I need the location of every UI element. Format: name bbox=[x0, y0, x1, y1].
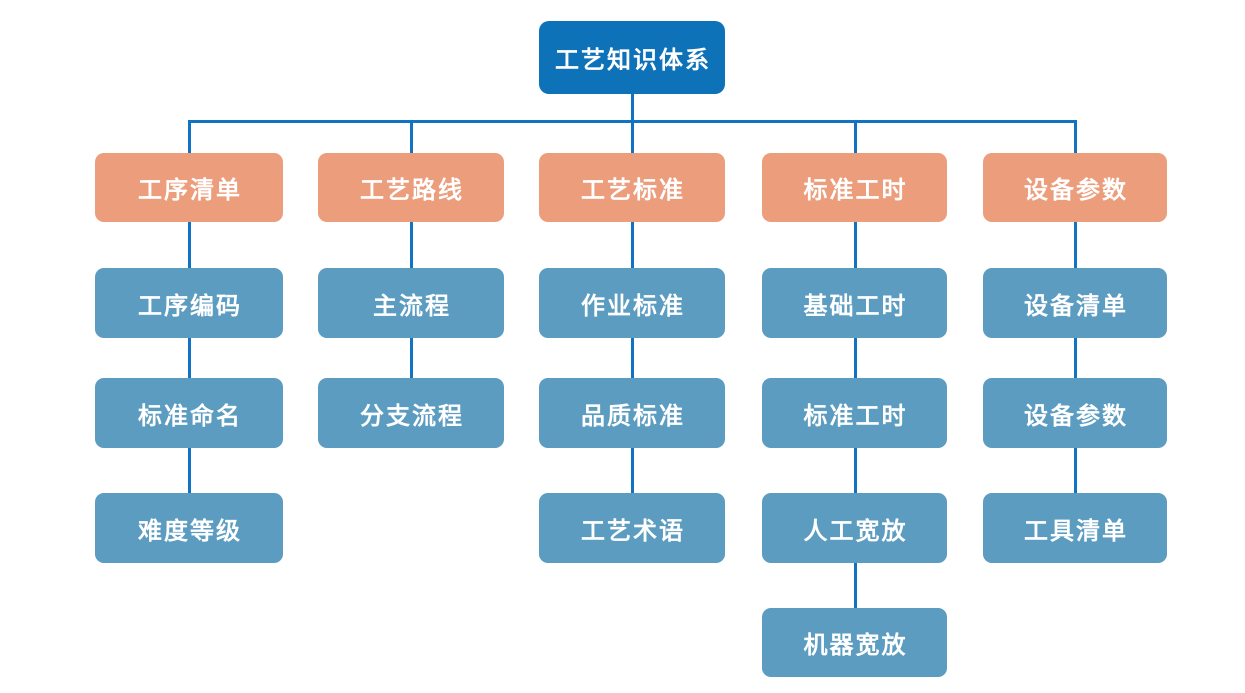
branch-node-col3: 工艺标准 bbox=[539, 153, 725, 222]
leaf-node-col1-row3: 难度等级 bbox=[95, 493, 283, 563]
branch-node-col1: 工序清单 bbox=[95, 153, 283, 222]
branch-node-col2: 工艺路线 bbox=[318, 153, 504, 222]
leaf-node-col4-row3: 人工宽放 bbox=[762, 493, 947, 563]
root-stem-line bbox=[631, 94, 634, 123]
leaf-node-col1-row2: 标准命名 bbox=[95, 378, 283, 448]
column-segment-line-col4-4 bbox=[854, 563, 857, 608]
column-segment-line-col4-1 bbox=[854, 222, 857, 268]
leaf-node-col4-row1: 基础工时 bbox=[762, 268, 947, 338]
column-segment-line-col3-2 bbox=[631, 338, 634, 378]
column-segment-line-col2-1 bbox=[410, 222, 413, 268]
column-segment-line-col1-2 bbox=[188, 338, 191, 378]
column-segment-line-col2-2 bbox=[410, 338, 413, 378]
column-segment-line-col5-3 bbox=[1074, 448, 1077, 493]
root-node: 工艺知识体系 bbox=[539, 21, 725, 94]
branch-drop-line-col2 bbox=[410, 120, 413, 153]
leaf-node-col3-row1: 作业标准 bbox=[539, 268, 725, 338]
column-segment-line-col1-1 bbox=[188, 222, 191, 268]
column-segment-line-col5-1 bbox=[1074, 222, 1077, 268]
leaf-node-col5-row2: 设备参数 bbox=[983, 378, 1167, 448]
leaf-node-col2-row1: 主流程 bbox=[318, 268, 504, 338]
column-segment-line-col3-1 bbox=[631, 222, 634, 268]
column-segment-line-col3-3 bbox=[631, 448, 634, 493]
branch-node-col5: 设备参数 bbox=[983, 153, 1167, 222]
leaf-node-col5-row3: 工具清单 bbox=[983, 493, 1167, 563]
column-segment-line-col5-2 bbox=[1074, 338, 1077, 378]
branch-node-col4: 标准工时 bbox=[762, 153, 947, 222]
branch-drop-line-col1 bbox=[188, 120, 191, 153]
branch-drop-line-col3 bbox=[631, 120, 634, 153]
branch-drop-line-col5 bbox=[1074, 120, 1077, 153]
column-segment-line-col4-2 bbox=[854, 338, 857, 378]
leaf-node-col3-row3: 工艺术语 bbox=[539, 493, 725, 563]
branch-drop-line-col4 bbox=[854, 120, 857, 153]
column-segment-line-col1-3 bbox=[188, 448, 191, 493]
leaf-node-col4-row4: 机器宽放 bbox=[762, 608, 947, 677]
leaf-node-col3-row2: 品质标准 bbox=[539, 378, 725, 448]
leaf-node-col5-row1: 设备清单 bbox=[983, 268, 1167, 338]
column-segment-line-col4-3 bbox=[854, 448, 857, 493]
leaf-node-col1-row1: 工序编码 bbox=[95, 268, 283, 338]
leaf-node-col2-row2: 分支流程 bbox=[318, 378, 504, 448]
leaf-node-col4-row2: 标准工时 bbox=[762, 378, 947, 448]
